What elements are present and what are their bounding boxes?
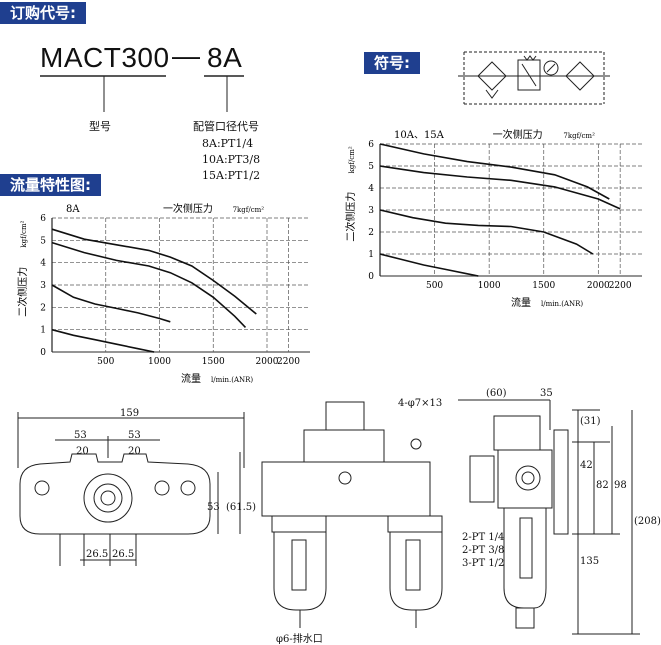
model-dash: — <box>172 40 201 71</box>
chart-title: 10A、15A <box>394 130 445 141</box>
x-axis-unit: l/min.(ANR) <box>541 300 583 308</box>
port-option-8a: 8A:PT1/4 <box>202 137 254 150</box>
y-tick-label: 1 <box>368 250 374 260</box>
dim-53-c: 53 <box>207 502 220 513</box>
x-axis-unit: l/min.(ANR) <box>211 376 253 384</box>
chart-title: 8A <box>66 204 80 215</box>
dim-20-a: 20 <box>76 446 89 457</box>
order-code-tag: 订购代号: <box>0 2 86 24</box>
y-tick-label: 2 <box>368 228 374 238</box>
dim-208: (208) <box>634 516 661 527</box>
symbol-tag: 符号: <box>364 52 420 74</box>
x-tick-label: 2000 <box>587 281 610 291</box>
dim-42: 42 <box>580 460 593 471</box>
label-port: 配管口径代号 <box>193 120 259 133</box>
y-tick-label: 5 <box>368 162 374 172</box>
pneumatic-symbol <box>458 51 610 105</box>
y-tick-label: 6 <box>40 214 46 224</box>
series-line-2 <box>51 241 247 328</box>
port-label-1: 2-PT 1/4 <box>462 532 505 543</box>
x-tick-label: 2000 <box>256 357 279 367</box>
y-tick-label: 5 <box>40 236 46 246</box>
port-label-2: 2-PT 3/8 <box>462 545 505 556</box>
dim-53-a: 53 <box>74 430 87 441</box>
x-axis-label: 流量 <box>181 372 201 385</box>
x-tick-label: 2200 <box>609 281 632 291</box>
dim-98: 98 <box>614 480 627 491</box>
flow-tag: 流量特性图: <box>0 174 101 196</box>
y-tick-label: 0 <box>40 348 46 358</box>
y-tick-label: 6 <box>368 140 374 150</box>
series-line-3 <box>51 284 171 323</box>
dim-82: 82 <box>596 480 609 491</box>
y-tick-label: 0 <box>368 272 374 282</box>
note-holes: 4-φ7×13 <box>398 398 443 409</box>
y-tick-label: 3 <box>368 206 374 216</box>
order-leader-lines <box>40 75 244 112</box>
y-tick-label: 2 <box>40 303 46 313</box>
chart-unit-note: 7kgf/cm² <box>233 206 265 214</box>
dim-26-5-a: 26.5 <box>86 549 109 560</box>
port-option-15a: 15A:PT1/2 <box>202 169 261 182</box>
label-model: 型号 <box>89 120 111 133</box>
y-axis-unit: kgf/cm² <box>20 220 28 247</box>
x-tick-label: 500 <box>426 281 443 291</box>
dimension-drawing <box>17 399 640 635</box>
y-axis-label: 二次侧压力 <box>16 267 29 317</box>
model-size: 8A <box>207 42 243 73</box>
dim-31: (31) <box>580 416 601 427</box>
x-tick-label: 1500 <box>532 281 555 291</box>
dim-60: (60) <box>486 388 507 399</box>
series-line-4 <box>379 253 479 277</box>
series-line-3 <box>379 209 594 255</box>
dim-61-5: (61.5) <box>226 502 257 513</box>
y-axis-unit: kgf/cm² <box>348 146 356 173</box>
x-tick-label: 2200 <box>277 357 300 367</box>
series-line-1 <box>51 228 257 315</box>
x-tick-label: 500 <box>97 357 114 367</box>
port-option-10a: 10A:PT3/8 <box>202 153 261 166</box>
x-axis-label: 流量 <box>511 296 531 309</box>
x-tick-label: 1000 <box>148 357 171 367</box>
dim-159: 159 <box>120 408 140 419</box>
port-label-3: 3-PT 1/2 <box>462 558 505 569</box>
x-tick-label: 1500 <box>202 357 225 367</box>
dim-135: 135 <box>580 556 600 567</box>
series-line-4 <box>51 328 155 353</box>
y-axis-label: 二次侧压力 <box>344 192 357 242</box>
dim-26-5-b: 26.5 <box>112 549 135 560</box>
series-line-2 <box>379 165 621 210</box>
y-tick-label: 4 <box>40 259 46 269</box>
chart-unit-note: 7kgf/cm² <box>563 132 595 140</box>
note-drain: φ6-排水口 <box>276 634 323 645</box>
series-line-1 <box>379 143 610 200</box>
model-code: MACT300 <box>40 42 170 73</box>
x-tick-label: 1000 <box>478 281 501 291</box>
y-tick-label: 1 <box>40 326 46 336</box>
chart-subtitle: 一次侧压力 <box>163 202 213 215</box>
y-tick-label: 3 <box>40 281 46 291</box>
y-tick-label: 4 <box>368 184 374 194</box>
dim-35: 35 <box>540 388 553 399</box>
dim-20-b: 20 <box>128 446 141 457</box>
dim-53-b: 53 <box>128 430 141 441</box>
chart-subtitle: 一次侧压力 <box>493 128 543 141</box>
